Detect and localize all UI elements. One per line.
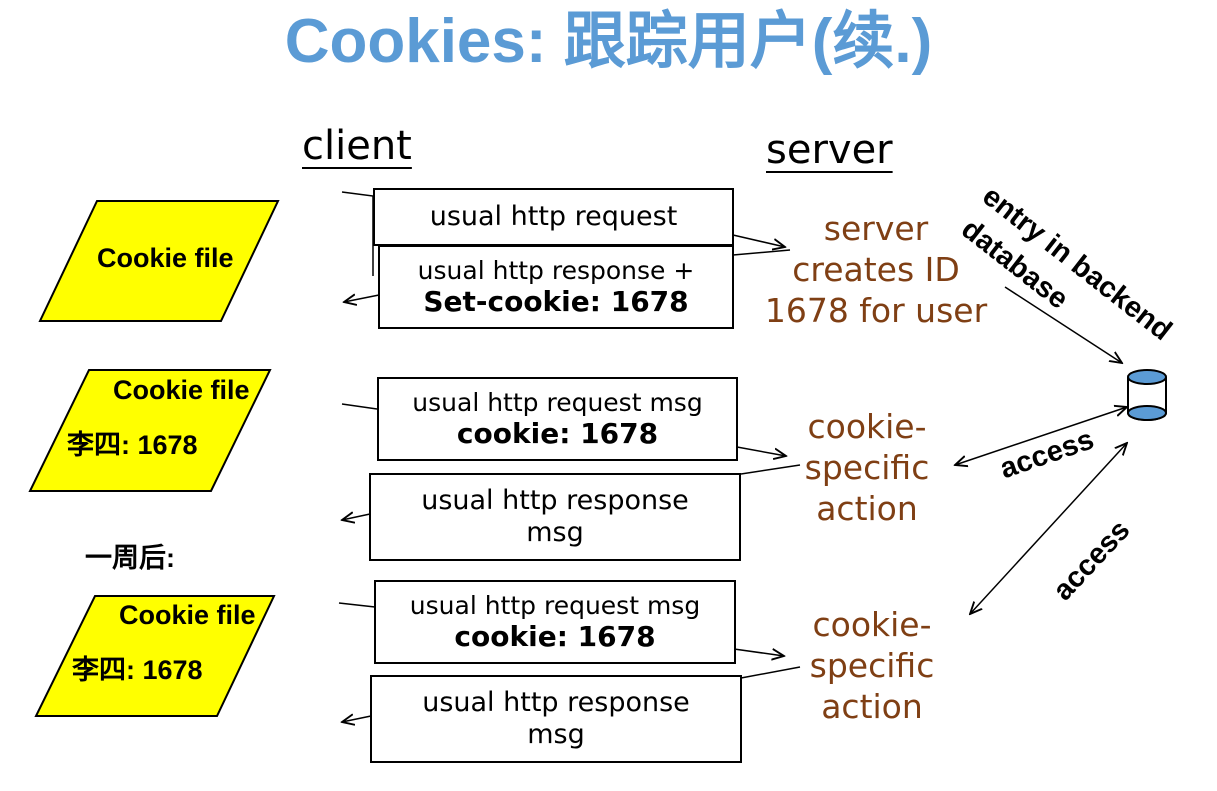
http-response-msg-text-1: usual http response <box>421 485 689 516</box>
response-line-3 <box>740 666 801 679</box>
cookie-specific-action-note-1: cookie- specific action <box>792 406 942 529</box>
request-line-3 <box>338 602 376 608</box>
cookie-file-entry-2: 李四: 1678 <box>67 430 198 460</box>
request-arrow-2 <box>736 446 786 456</box>
http-request-cookie-box-1: usual http request msg cookie: 1678 <box>377 377 738 461</box>
action-note-line: specific <box>809 646 935 685</box>
access-arrow-2 <box>970 443 1127 614</box>
action-note-line: specific <box>804 448 930 487</box>
response-arrow-1 <box>344 295 380 302</box>
cookie-file-label-2: Cookie file <box>113 375 250 405</box>
action-note-line: action <box>821 687 923 726</box>
http-response-text: usual http response + <box>417 256 695 285</box>
action-note-line: action <box>816 489 918 528</box>
http-request-box: usual http request <box>373 188 734 246</box>
response-line-2 <box>740 464 801 475</box>
http-request-text: usual http request <box>429 201 678 232</box>
response-arrow-3 <box>342 716 372 722</box>
cookie-file-shape-3 <box>34 595 276 717</box>
request-arrow-1 <box>732 234 785 247</box>
cookie-file-shape-1 <box>38 200 280 322</box>
http-request-msg-text-1: usual http request msg <box>412 388 703 417</box>
cookie-specific-action-note-2: cookie- specific action <box>797 604 947 727</box>
response-arrow-2 <box>342 514 371 520</box>
week-later-label: 一周后: <box>85 543 175 573</box>
http-response-msg-word-2: msg <box>527 719 585 750</box>
action-note-line: cookie- <box>812 605 932 644</box>
server-note-line: 1678 for user <box>764 291 988 330</box>
http-response-set-cookie-box: usual http response + Set-cookie: 1678 <box>378 245 734 329</box>
response-line-1 <box>732 249 791 256</box>
database-icon <box>1127 369 1167 421</box>
set-cookie-text: Set-cookie: 1678 <box>423 285 689 318</box>
http-response-msg-word-1: msg <box>526 517 584 548</box>
cookie-file-label-1: Cookie file <box>97 243 234 273</box>
http-request-msg-text-2: usual http request msg <box>409 591 701 620</box>
cookie-header-text-2: cookie: 1678 <box>454 620 656 653</box>
server-creates-id-note: server creates ID 1678 for user <box>762 208 990 331</box>
action-note-line: cookie- <box>807 407 927 446</box>
http-response-msg-box-2: usual http response msg <box>370 675 742 763</box>
request-line-2 <box>341 403 378 410</box>
cookie-file-shape-2 <box>28 369 272 492</box>
request-arrow-3 <box>733 649 784 656</box>
http-response-msg-box-1: usual http response msg <box>369 473 741 561</box>
http-response-msg-text-2: usual http response <box>422 687 690 718</box>
cookie-file-entry-3: 李四: 1678 <box>72 655 203 685</box>
server-column-header: server <box>766 127 893 173</box>
request-line-1 <box>341 191 374 276</box>
entry-arrow <box>1004 286 1122 363</box>
client-column-header: client <box>302 123 412 169</box>
server-note-line: creates ID <box>792 250 960 289</box>
page-title: Cookies: 跟踪用户(续.) <box>284 7 933 76</box>
http-request-cookie-box-2: usual http request msg cookie: 1678 <box>374 580 736 664</box>
server-note-line: server <box>823 209 929 248</box>
cookie-header-text-1: cookie: 1678 <box>456 417 659 450</box>
cookie-file-label-3: Cookie file <box>119 600 256 630</box>
